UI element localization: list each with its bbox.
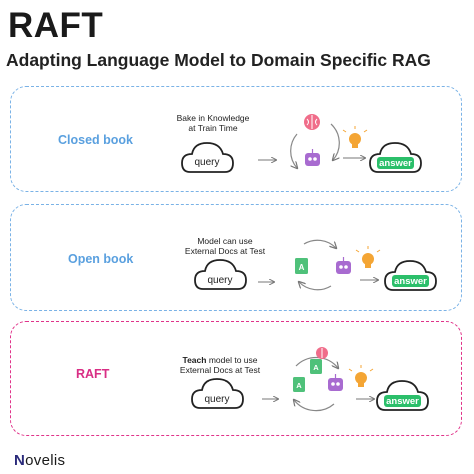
- closed-book-label: Closed book: [58, 133, 134, 147]
- open-book-label: Open book: [68, 252, 134, 266]
- raft-label: RAFT: [76, 367, 110, 381]
- query-cloud-icon: query: [191, 378, 244, 409]
- query-cloud-icon: query: [181, 142, 234, 173]
- brain-icon: [304, 114, 320, 130]
- brain-icon: [316, 347, 328, 359]
- open-book-panel: [10, 204, 462, 311]
- document-icon: A: [295, 258, 308, 274]
- caption-line-1: Bake in Knowledge: [176, 113, 250, 123]
- cycle-arrows-icon: [294, 356, 338, 412]
- closed-book-panel: [10, 86, 462, 192]
- cycle-arrows-icon: [299, 239, 336, 291]
- answer-text: answer: [379, 158, 412, 169]
- svg-text:A: A: [299, 263, 305, 272]
- answer-text: answer: [386, 396, 419, 407]
- lightbulb-icon: [348, 365, 374, 387]
- page-title: RAFT: [8, 6, 104, 45]
- caption-rest: model to use: [206, 355, 258, 365]
- caption-line-2: External Docs at Test: [179, 365, 261, 375]
- caption-line-2: at Train Time: [188, 123, 238, 133]
- logo-rest: ovelis: [25, 452, 66, 469]
- closed-book-caption: Bake in Knowledge at Train Time: [158, 113, 268, 133]
- open-book-caption: Model can use External Docs at Test: [170, 236, 280, 256]
- lightbulb-icon: [355, 246, 381, 268]
- document-icon: A: [293, 377, 305, 392]
- svg-text:A: A: [296, 381, 302, 390]
- answer-cloud-icon: answer: [369, 142, 422, 173]
- caption-line-2: External Docs at Test: [184, 246, 266, 256]
- answer-cloud-icon: answer: [384, 260, 437, 291]
- logo-initial: N: [14, 452, 26, 469]
- answer-text: answer: [394, 276, 427, 287]
- raft-panel: [10, 321, 462, 436]
- query-cloud-icon: query: [194, 259, 247, 290]
- caption-line-1: Model can use: [197, 236, 253, 246]
- query-text: query: [194, 157, 219, 168]
- query-text: query: [207, 275, 232, 286]
- document-icon: A: [310, 359, 322, 374]
- query-text: query: [204, 394, 229, 405]
- novelis-logo: Novelis: [14, 452, 65, 469]
- robot-icon: [328, 374, 343, 391]
- robot-icon: [336, 257, 351, 274]
- caption-bold: Teach: [182, 355, 207, 365]
- lightbulb-icon: [342, 126, 368, 148]
- raft-caption: Teach model to use External Docs at Test: [165, 355, 275, 375]
- svg-text:A: A: [313, 363, 319, 372]
- caption-line-1: Teach model to use: [165, 355, 275, 365]
- robot-icon: [305, 149, 320, 166]
- cycle-arrows-icon: [290, 123, 340, 168]
- page-subtitle: Adapting Language Model to Domain Specif…: [6, 50, 431, 70]
- answer-cloud-icon: answer: [376, 380, 429, 411]
